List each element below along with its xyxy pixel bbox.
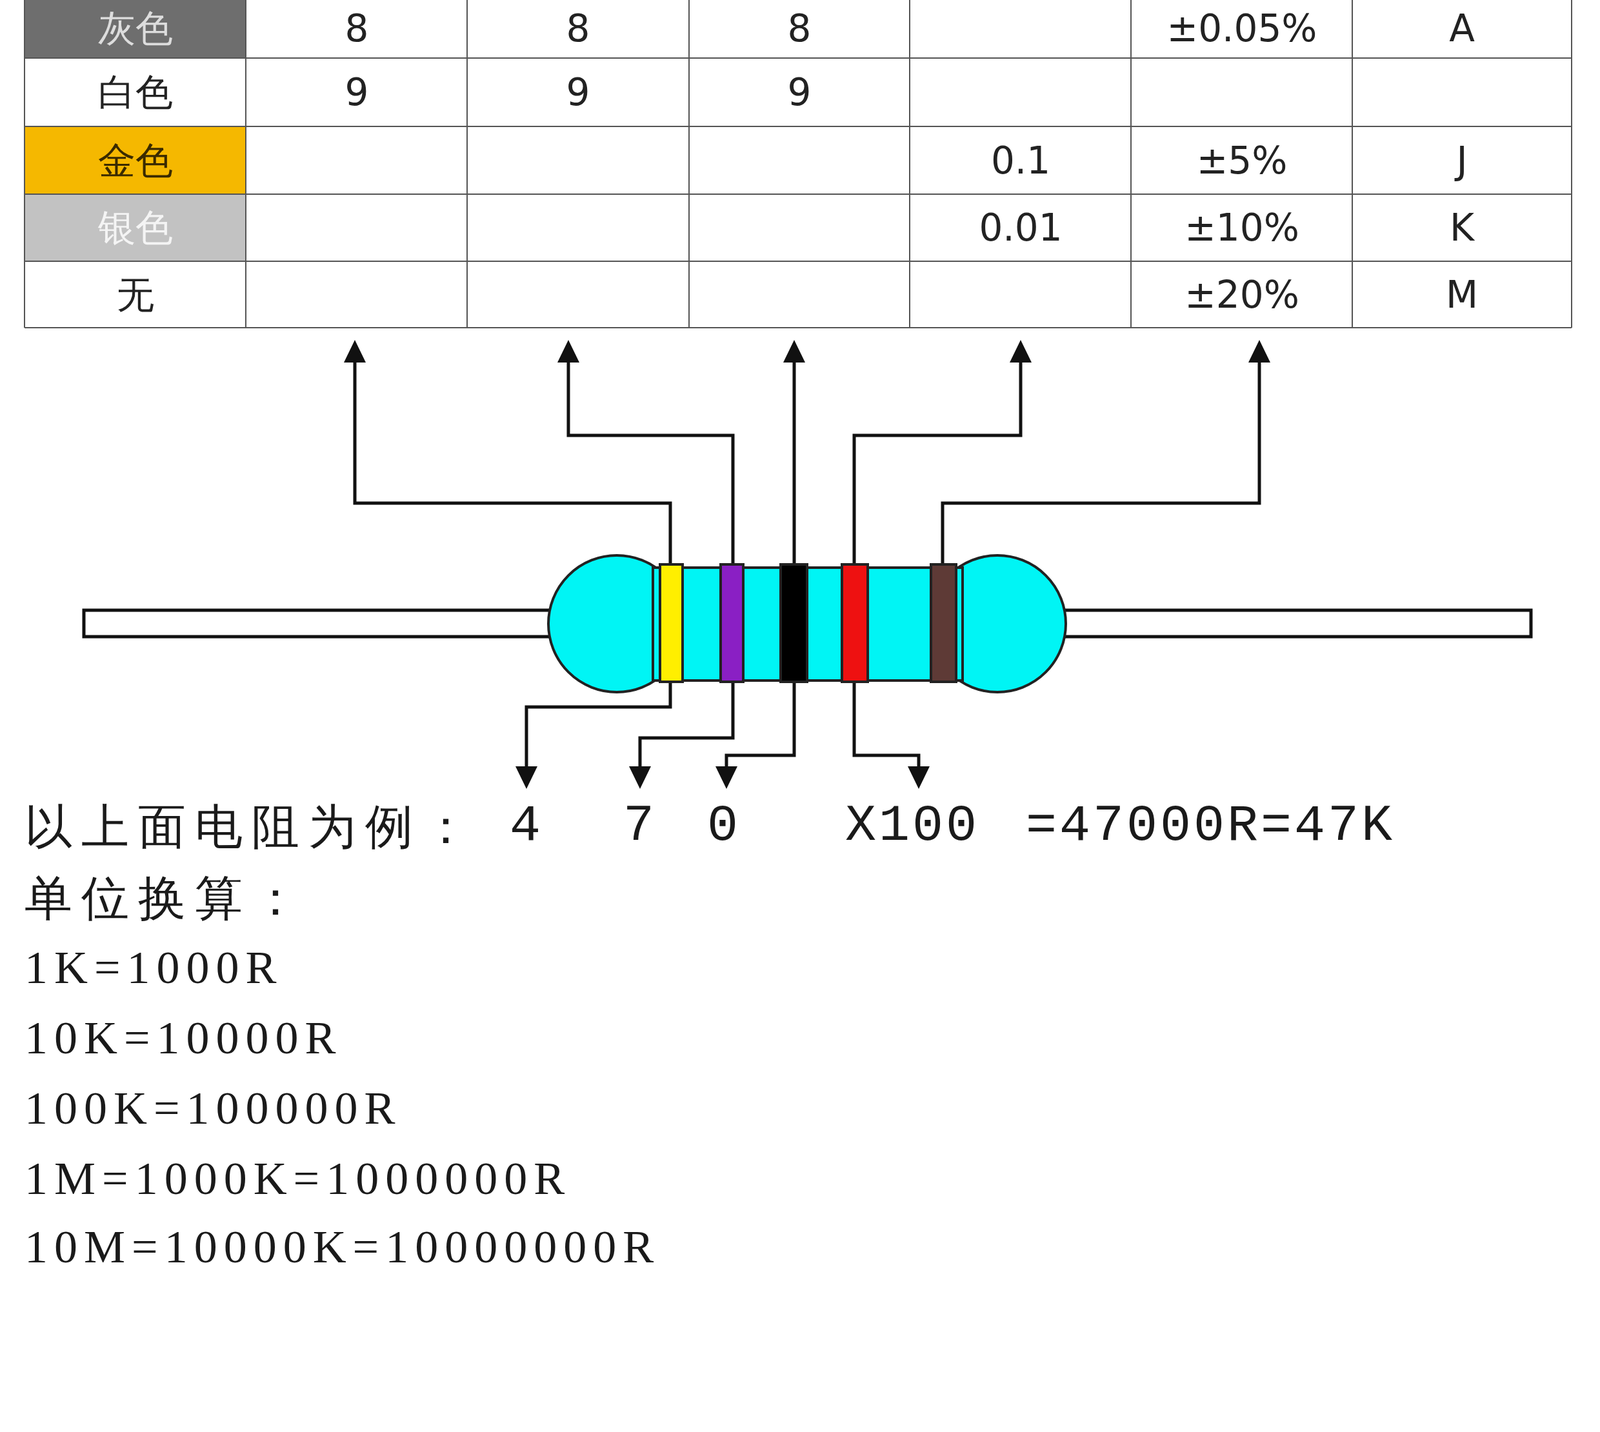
tolerance-cell: ±5% bbox=[1196, 141, 1288, 180]
leader-lines-up bbox=[354, 360, 1260, 564]
tolerance-cell: ±0.05% bbox=[1167, 9, 1318, 48]
color-name: 无 bbox=[116, 276, 155, 314]
example-text: 以上面电阻为例： bbox=[24, 802, 479, 851]
tolerance-cell: ±20% bbox=[1184, 276, 1300, 314]
arrowheads-down bbox=[515, 766, 930, 790]
digit-cell: 9 bbox=[345, 73, 370, 111]
unit-line: 1K=1000R bbox=[24, 944, 284, 991]
red-band bbox=[841, 564, 868, 682]
digit-cell: 8 bbox=[566, 9, 591, 48]
color-name: 银色 bbox=[98, 209, 173, 247]
unit-line: 10M=10000K=10000000R bbox=[24, 1223, 660, 1271]
resistor-body bbox=[548, 555, 1066, 693]
arrowheads-up bbox=[343, 340, 1271, 363]
band-digit: 4 bbox=[509, 800, 544, 853]
tolerance-cell: ±10% bbox=[1184, 209, 1300, 247]
purple-band bbox=[720, 564, 744, 682]
result-text: =47000R=47K bbox=[1025, 800, 1395, 853]
unit-heading: 单位换算： bbox=[24, 874, 309, 922]
leader-lines-down bbox=[526, 683, 919, 770]
silver-cell bbox=[24, 194, 246, 262]
digit-cell: 9 bbox=[566, 73, 591, 111]
band-digit: 0 bbox=[707, 800, 741, 853]
unit-line: 1M=1000K=1000000R bbox=[24, 1155, 571, 1202]
code-cell: A bbox=[1449, 9, 1475, 48]
code-cell: K bbox=[1449, 209, 1475, 247]
unit-line: 10K=10000R bbox=[24, 1014, 343, 1062]
multiplier-text: X100 bbox=[845, 800, 980, 853]
digit-cell: 9 bbox=[787, 73, 812, 111]
gold-cell bbox=[24, 126, 246, 195]
yellow-band bbox=[660, 564, 683, 682]
black-band bbox=[780, 564, 808, 682]
color-name: 白色 bbox=[98, 73, 173, 111]
color-name: 灰色 bbox=[98, 9, 173, 48]
brown-band bbox=[930, 564, 957, 682]
unit-line: 100K=100000R bbox=[24, 1085, 402, 1132]
color-name: 金色 bbox=[98, 141, 173, 180]
code-cell: M bbox=[1445, 276, 1479, 314]
digit-cell: 8 bbox=[345, 9, 370, 48]
grey-cell bbox=[24, 0, 246, 59]
code-cell: J bbox=[1456, 141, 1468, 180]
multiplier-cell: 0.1 bbox=[990, 141, 1051, 180]
table-grid bbox=[24, 0, 1572, 328]
band-digit: 7 bbox=[623, 800, 657, 853]
multiplier-cell: 0.01 bbox=[978, 209, 1062, 247]
digit-cell: 8 bbox=[787, 9, 812, 48]
